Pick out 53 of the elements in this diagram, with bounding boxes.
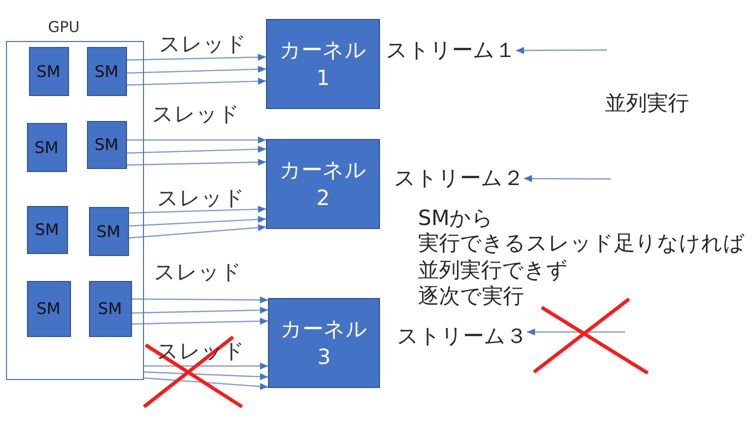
stream-label: ストリーム１ bbox=[386, 38, 516, 63]
sm-block bbox=[86, 46, 126, 96]
stream-label: ストリーム３ bbox=[397, 324, 527, 349]
arrow bbox=[131, 318, 268, 325]
arrow bbox=[126, 146, 266, 154]
arrow bbox=[524, 175, 611, 182]
sm-label: SM bbox=[96, 222, 120, 240]
sm-label: SM bbox=[94, 62, 118, 80]
arrow bbox=[126, 136, 266, 144]
arrow bbox=[527, 328, 625, 336]
sm-block bbox=[26, 122, 66, 172]
note-text: 並列実行できず bbox=[418, 257, 568, 283]
sm-block bbox=[88, 206, 128, 256]
arrow bbox=[131, 306, 268, 314]
annotation-text: 並列実行 bbox=[605, 91, 689, 116]
sm-label: SM bbox=[36, 62, 60, 80]
container-heading: GPU bbox=[48, 18, 80, 36]
edge-label: スレッド bbox=[152, 103, 240, 126]
arrow bbox=[144, 371, 268, 380]
edge-label: スレッド bbox=[154, 261, 242, 284]
kernel-label: カーネル1 bbox=[278, 37, 368, 92]
sm-block bbox=[26, 206, 68, 254]
arrow bbox=[126, 78, 266, 86]
sm-label: SM bbox=[35, 220, 59, 239]
arrow bbox=[128, 206, 266, 214]
arrow bbox=[126, 66, 266, 74]
arrow bbox=[132, 296, 268, 304]
stream-label: ストリーム２ bbox=[394, 166, 524, 191]
arrow bbox=[144, 377, 268, 390]
kernel-block bbox=[268, 298, 380, 388]
note-text: SMから bbox=[418, 205, 494, 231]
arrow bbox=[126, 158, 266, 166]
arrow bbox=[516, 46, 607, 54]
sm-label: SM bbox=[94, 135, 118, 154]
arrow bbox=[128, 216, 266, 227]
sm-block bbox=[88, 280, 132, 336]
sm-label: SM bbox=[34, 138, 58, 156]
arrow bbox=[126, 54, 266, 61]
kernel-block bbox=[266, 139, 380, 229]
sm-label: SM bbox=[98, 299, 122, 318]
sm-label: SM bbox=[36, 299, 60, 318]
note-text: 実行できるスレッド足りなければ bbox=[418, 230, 745, 256]
sm-block bbox=[28, 46, 68, 96]
edge-label: スレッド bbox=[159, 33, 247, 56]
sm-block bbox=[86, 120, 126, 168]
edge-label: スレッド bbox=[157, 187, 245, 210]
kernel-block bbox=[266, 19, 380, 109]
sm-block bbox=[26, 280, 70, 336]
kernel-label: カーネル3 bbox=[280, 316, 368, 371]
note-text: 逐次で実行 bbox=[418, 283, 524, 309]
arrow bbox=[128, 224, 266, 239]
kernel-label: カーネル2 bbox=[278, 157, 368, 212]
arrow bbox=[144, 362, 268, 370]
